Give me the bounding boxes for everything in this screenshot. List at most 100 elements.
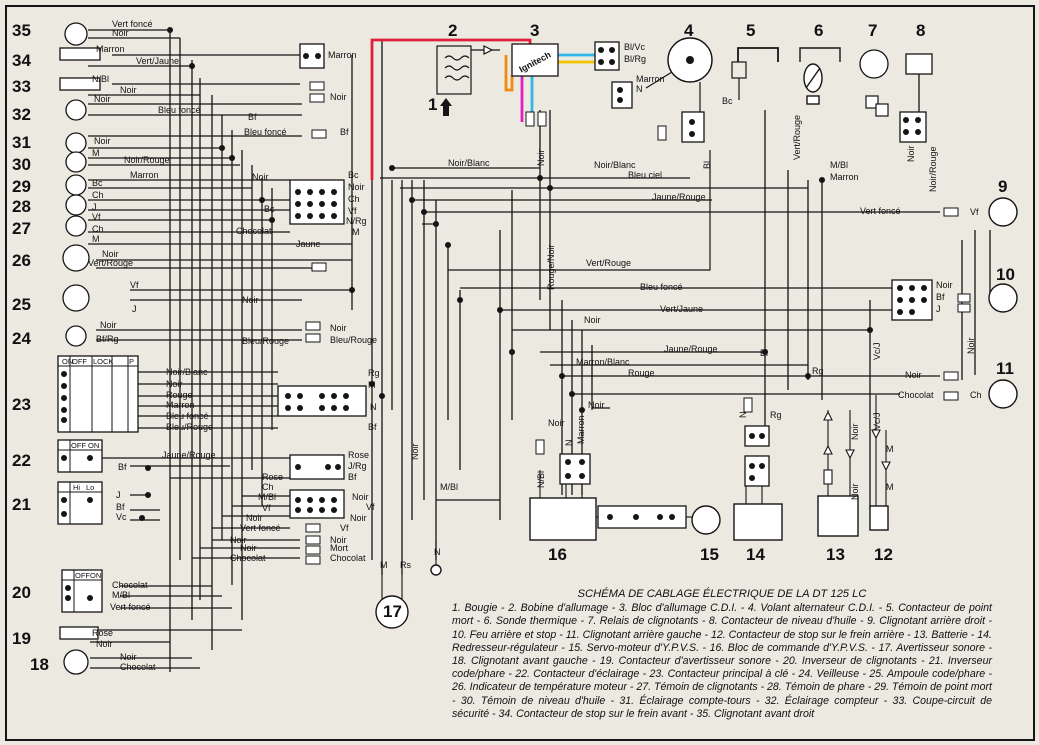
num-22: 22 bbox=[12, 451, 31, 470]
svg-text:Vert foncé: Vert foncé bbox=[240, 523, 281, 533]
svg-text:Noir: Noir bbox=[166, 379, 183, 389]
svg-text:Bc: Bc bbox=[348, 170, 359, 180]
svg-text:Vc: Vc bbox=[116, 512, 127, 522]
svg-text:Noir: Noir bbox=[120, 85, 137, 95]
svg-text:Bf: Bf bbox=[118, 462, 127, 472]
num-9: 9 bbox=[998, 177, 1007, 196]
svg-text:OFF: OFF bbox=[72, 357, 87, 366]
flasher-relay-icon bbox=[859, 49, 889, 117]
neutral-switch-icon bbox=[731, 47, 779, 100]
num-11: 11 bbox=[996, 359, 1014, 378]
svg-text:Jaune/Rouge: Jaune/Rouge bbox=[652, 192, 706, 202]
svg-text:Marron: Marron bbox=[636, 74, 665, 84]
svg-text:Noir: Noir bbox=[536, 149, 546, 166]
svg-text:J: J bbox=[116, 490, 121, 500]
num-14: 14 bbox=[746, 545, 765, 564]
svg-text:Vert foncé: Vert foncé bbox=[110, 602, 151, 612]
svg-text:Ch: Ch bbox=[262, 482, 274, 492]
svg-text:N: N bbox=[434, 547, 441, 557]
svg-text:Vert foncé: Vert foncé bbox=[112, 19, 153, 29]
lamp-24-icon bbox=[65, 325, 87, 347]
svg-text:P: P bbox=[129, 357, 134, 366]
connector-main-switch bbox=[277, 385, 367, 417]
num-10: 10 bbox=[996, 265, 1015, 284]
num-1: 1 bbox=[428, 95, 437, 114]
num-31: 31 bbox=[12, 133, 31, 152]
svg-text:Noir: Noir bbox=[330, 323, 347, 333]
junctions bbox=[139, 27, 873, 521]
svg-text:N: N bbox=[564, 440, 574, 447]
svg-text:Bf: Bf bbox=[248, 112, 257, 122]
num-32: 32 bbox=[12, 105, 31, 124]
svg-text:M/Bl: M/Bl bbox=[440, 482, 458, 492]
svg-text:Vf: Vf bbox=[130, 280, 139, 290]
connector-ignition bbox=[594, 41, 620, 71]
spark-plug-icon bbox=[440, 98, 452, 116]
svg-text:Bc: Bc bbox=[264, 204, 275, 214]
connector-dip bbox=[289, 489, 345, 519]
svg-text:Noir: Noir bbox=[100, 320, 117, 330]
svg-text:M: M bbox=[92, 234, 100, 244]
svg-text:Bl: Bl bbox=[760, 348, 768, 358]
num-7: 7 bbox=[868, 21, 877, 40]
svg-text:Rose: Rose bbox=[348, 450, 369, 460]
svg-text:Jaune/Rouge: Jaune/Rouge bbox=[162, 450, 216, 460]
num-35: 35 bbox=[12, 21, 31, 40]
switch-19-icon bbox=[59, 626, 99, 640]
svg-text:N: N bbox=[636, 84, 643, 94]
svg-text:Bf: Bf bbox=[368, 422, 377, 432]
svg-text:J: J bbox=[936, 304, 941, 314]
svg-text:Noir/Blanc: Noir/Blanc bbox=[448, 158, 490, 168]
num-16: 16 bbox=[548, 545, 567, 564]
long-wires bbox=[380, 150, 940, 501]
svg-text:Noir: Noir bbox=[230, 535, 247, 545]
svg-text:Vf: Vf bbox=[348, 206, 357, 216]
ypvs-control-unit-icon bbox=[529, 497, 597, 541]
svg-text:LOCK: LOCK bbox=[93, 357, 113, 366]
svg-text:Vc/J: Vc/J bbox=[872, 342, 882, 360]
svg-text:Rouge: Rouge bbox=[628, 368, 655, 378]
svg-text:Bleu/Rouge: Bleu/Rouge bbox=[242, 336, 289, 346]
left-components bbox=[57, 22, 139, 675]
lamp-18-icon bbox=[63, 649, 89, 675]
connector-regulator-2 bbox=[744, 455, 770, 487]
lamp-30-icon bbox=[65, 151, 87, 173]
svg-text:J/Rg: J/Rg bbox=[348, 461, 367, 471]
lamp-32-icon bbox=[65, 99, 87, 121]
svg-text:Vert/Jaune: Vert/Jaune bbox=[660, 304, 703, 314]
svg-text:Marron: Marron bbox=[130, 170, 159, 180]
svg-text:OFF: OFF bbox=[75, 571, 90, 580]
diagram-border bbox=[5, 5, 1035, 741]
svg-text:Bleu foncé: Bleu foncé bbox=[166, 411, 209, 421]
svg-text:Vert/Jaune: Vert/Jaune bbox=[136, 56, 179, 66]
num-34: 34 bbox=[12, 51, 31, 70]
num-12: 12 bbox=[874, 545, 893, 564]
svg-text:Noir: Noir bbox=[350, 513, 367, 523]
caption: SCHÉMA DE CABLAGE ÉLECTRIQUE DE LA DT 12… bbox=[452, 588, 992, 721]
svg-text:Marron: Marron bbox=[576, 415, 586, 444]
svg-text:Marron: Marron bbox=[328, 50, 357, 60]
svg-text:Bc: Bc bbox=[92, 178, 103, 188]
svg-text:Noir: Noir bbox=[94, 94, 111, 104]
svg-text:J: J bbox=[132, 304, 137, 314]
num-18: 18 bbox=[30, 655, 49, 674]
svg-text:OFF: OFF bbox=[71, 441, 86, 450]
svg-text:N/Bl: N/Bl bbox=[92, 74, 109, 84]
svg-text:Vert foncé: Vert foncé bbox=[860, 206, 901, 216]
num-23: 23 bbox=[12, 395, 31, 414]
num-15: 15 bbox=[700, 545, 719, 564]
svg-text:M: M bbox=[886, 482, 894, 492]
svg-text:Rose: Rose bbox=[92, 628, 113, 638]
svg-text:Marron: Marron bbox=[830, 172, 859, 182]
horn-icon bbox=[375, 595, 409, 629]
svg-text:Chocolat: Chocolat bbox=[230, 553, 266, 563]
svg-text:Bleu foncé: Bleu foncé bbox=[640, 282, 683, 292]
svg-text:Ch: Ch bbox=[970, 390, 982, 400]
svg-text:N: N bbox=[738, 412, 748, 419]
svg-text:Vc/J: Vc/J bbox=[872, 412, 882, 430]
lamp-29-icon bbox=[65, 174, 87, 196]
svg-text:Vf: Vf bbox=[92, 212, 101, 222]
num-25: 25 bbox=[12, 295, 31, 314]
svg-text:Noir: Noir bbox=[330, 535, 347, 545]
num-30: 30 bbox=[12, 155, 31, 174]
